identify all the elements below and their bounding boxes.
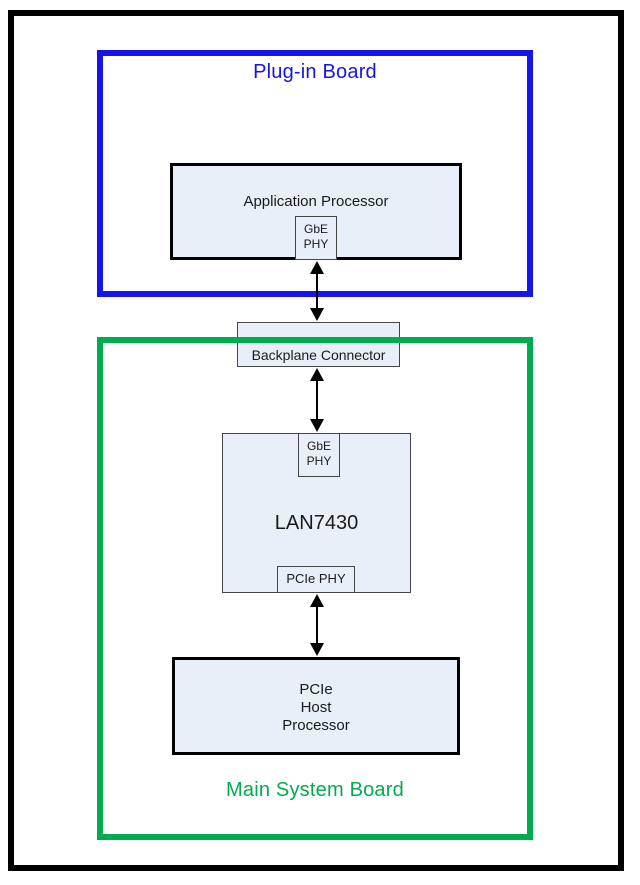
- pcie-host-processor-block: PCIe Host Processor: [172, 657, 460, 755]
- backplane-connector-label: Backplane Connector: [251, 347, 386, 363]
- arrow-shaft: [316, 605, 318, 645]
- backplane-connector-block: Backplane Connector: [237, 322, 400, 367]
- lan-gbe-phy-block: GbE PHY: [298, 433, 340, 477]
- lan-pcie-phy-block: PCIe PHY: [277, 566, 355, 593]
- arrowhead-down-icon: [310, 419, 324, 432]
- app-gbe-phy-block: GbE PHY: [295, 216, 337, 260]
- arrow-shaft: [316, 272, 318, 310]
- arrowhead-up-icon: [310, 594, 324, 607]
- application-processor-label: Application Processor: [243, 193, 389, 210]
- page-border: [8, 10, 624, 871]
- pcie-host-label-line3: Processor: [282, 717, 350, 734]
- arrow-shaft: [316, 379, 318, 421]
- lan-gbe-phy-label-line2: PHY: [306, 454, 332, 468]
- plug-in-board-outline: [97, 50, 533, 297]
- arrow-backplane-to-lan7430: [310, 368, 324, 432]
- arrowhead-down-icon: [310, 643, 324, 656]
- arrow-lan7430-to-host: [310, 594, 324, 656]
- lan7430-label: LAN7430: [274, 512, 359, 534]
- main-system-board-outline: [97, 337, 533, 840]
- app-gbe-phy-label-line2: PHY: [303, 237, 329, 251]
- app-gbe-phy-label-line1: GbE: [303, 222, 328, 236]
- arrowhead-up-icon: [310, 261, 324, 274]
- lan-pcie-phy-label: PCIe PHY: [286, 571, 346, 586]
- pcie-host-label-line1: PCIe: [299, 681, 333, 698]
- pcie-host-label-line2: Host: [300, 699, 332, 716]
- arrow-app-to-backplane: [310, 261, 324, 321]
- lan-gbe-phy-label-line1: GbE: [306, 439, 331, 453]
- plug-in-board-label: Plug-in Board: [253, 61, 377, 83]
- arrowhead-down-icon: [310, 308, 324, 321]
- main-system-board-label: Main System Board: [226, 779, 404, 801]
- arrowhead-up-icon: [310, 368, 324, 381]
